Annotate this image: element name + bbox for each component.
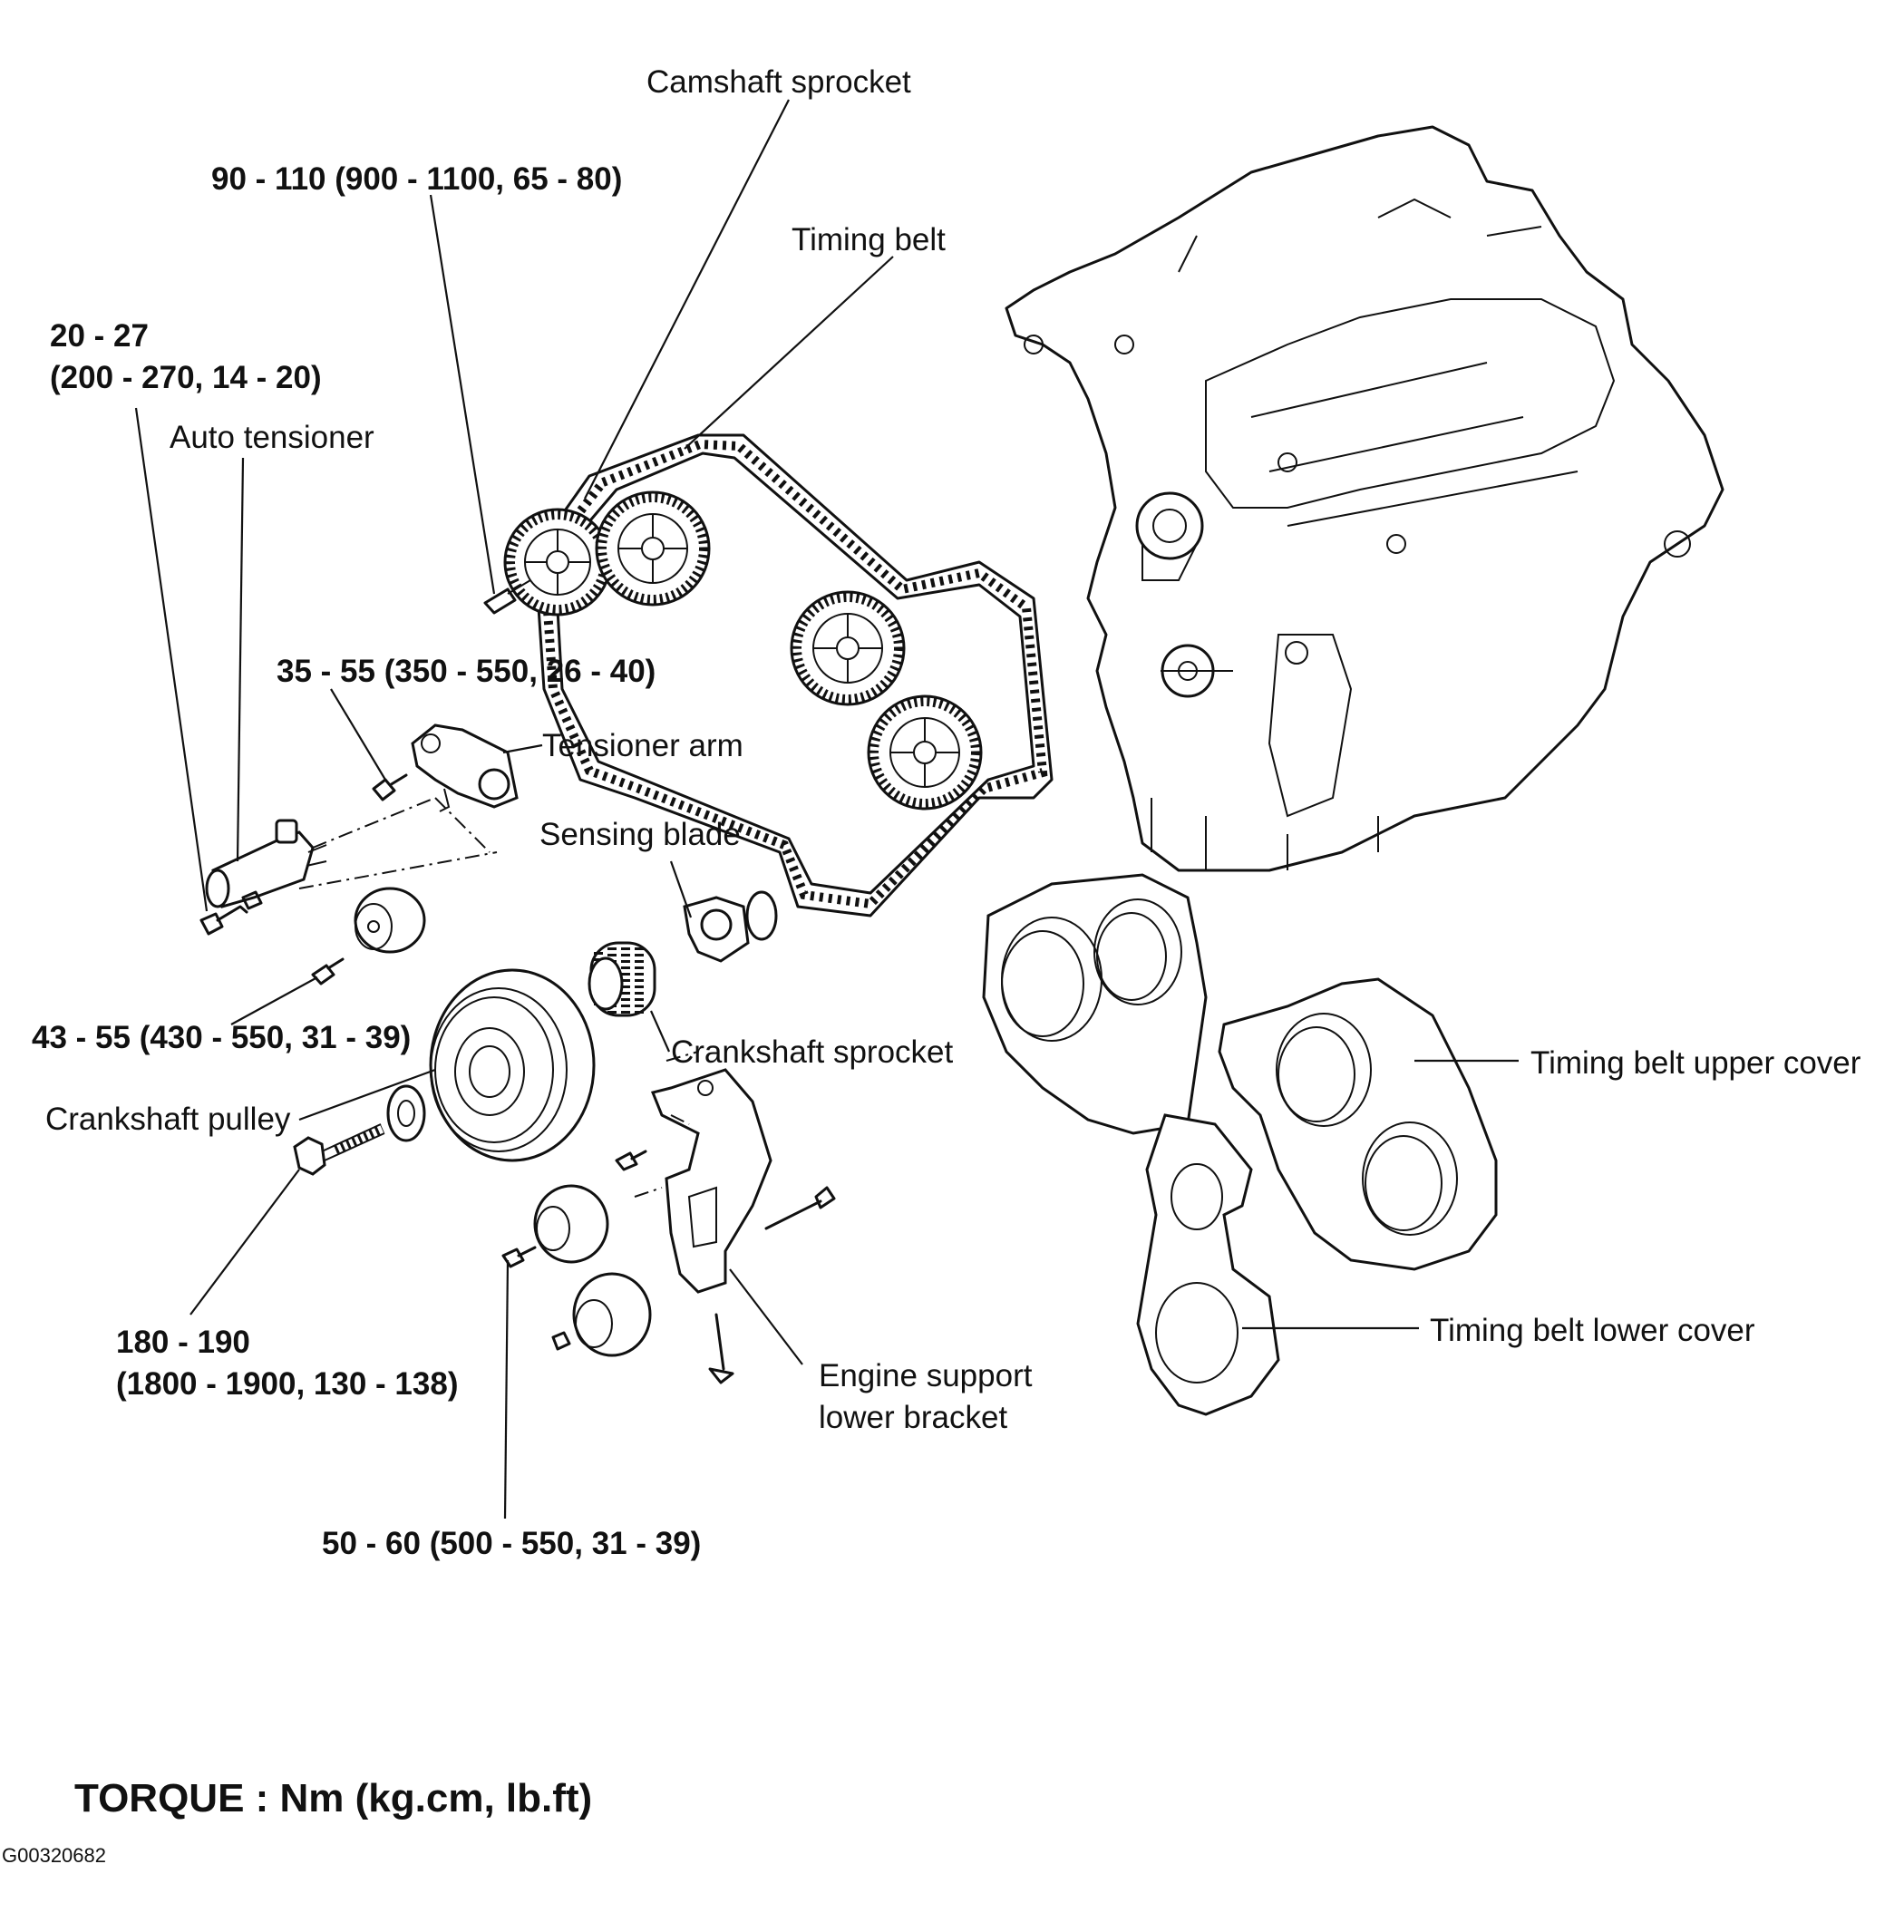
camshaft-sprocket-3	[790, 590, 906, 706]
camshaft-sprocket-1	[503, 508, 612, 616]
tensioner-arm-bolt	[372, 773, 408, 801]
camshaft-bolt	[483, 579, 531, 615]
auto-tensioner-bolt	[199, 890, 263, 936]
crankshaft-pulley-label: Crankshaft pulley	[45, 1102, 291, 1137]
timing-belt-label: Timing belt	[792, 222, 946, 257]
crankshaft-washer	[386, 1084, 426, 1142]
bracket-bolt-torque: 50 - 60 (500 - 550, 31 - 39)	[322, 1526, 702, 1561]
auto-tensioner	[205, 819, 327, 908]
idler-bolt	[311, 957, 345, 985]
engine-support-lower-bracket	[650, 1068, 772, 1294]
sensing-blade	[683, 890, 778, 963]
torque-units-note: TORQUE : Nm (kg.cm, lb.ft)	[74, 1776, 593, 1820]
crankshaft-bolt	[293, 1123, 385, 1176]
camshaft-sprocket-4	[867, 694, 983, 811]
crankshaft-bolt-torque-line1: 180 - 190	[116, 1325, 250, 1360]
tensioner-arm	[411, 723, 519, 812]
auto-tensioner-label: Auto tensioner	[170, 420, 374, 455]
timing-belt-lower-cover-label: Timing belt lower cover	[1430, 1313, 1755, 1348]
auto-tensioner-bolt-torque: 20 - 27 (200 - 270, 14 - 20)	[50, 316, 322, 398]
timing-belt-upper-cover-label: Timing belt upper cover	[1530, 1045, 1861, 1081]
sensing-blade-label: Sensing blade	[539, 817, 741, 852]
timing-belt-upper-cover-left	[982, 873, 1208, 1135]
timing-belt-lower-cover	[1136, 1113, 1280, 1416]
crankshaft-bolt-torque-line2: (1800 - 1900, 130 - 138)	[116, 1365, 459, 1402]
auto-tensioner-bolt-torque-line2: (200 - 270, 14 - 20)	[50, 359, 322, 395]
camshaft-sprocket-2	[595, 490, 711, 607]
camshaft-sprocket-label: Camshaft sprocket	[646, 64, 911, 100]
tensioner-arm-bolt-torque: 35 - 55 (350 - 550, 26 - 40)	[277, 654, 656, 689]
engine-support-lower-bracket-label: Engine support lower bracket	[819, 1355, 1032, 1438]
crankshaft-pulley	[429, 968, 596, 1162]
engine-support-lower-bracket-line2: lower bracket	[819, 1399, 1008, 1435]
crankshaft-bolt-torque: 180 - 190 (1800 - 1900, 130 - 138)	[116, 1322, 458, 1404]
idler-bolt-torque: 43 - 55 (430 - 550, 31 - 39)	[32, 1020, 412, 1055]
lower-idler-pulleys	[533, 1184, 652, 1357]
crankshaft-sprocket-label: Crankshaft sprocket	[671, 1034, 954, 1070]
tensioner-arm-label: Tensioner arm	[542, 728, 743, 763]
engine-block	[1005, 125, 1724, 872]
timing-belt	[533, 433, 1054, 917]
assembly-line	[634, 1051, 699, 1198]
crankshaft-sprocket	[588, 941, 656, 1017]
figure-id: G00320682	[2, 1844, 106, 1867]
engine-support-lower-bracket-line1: Engine support	[819, 1358, 1033, 1393]
camshaft-bolt-torque: 90 - 110 (900 - 1100, 65 - 80)	[211, 161, 623, 197]
idler-pulley	[354, 887, 426, 954]
timing-belt-upper-cover-right	[1218, 977, 1498, 1271]
auto-tensioner-bolt-torque-line1: 20 - 27	[50, 318, 149, 354]
assembly-line	[298, 797, 498, 889]
leader-lines	[134, 99, 1519, 1519]
